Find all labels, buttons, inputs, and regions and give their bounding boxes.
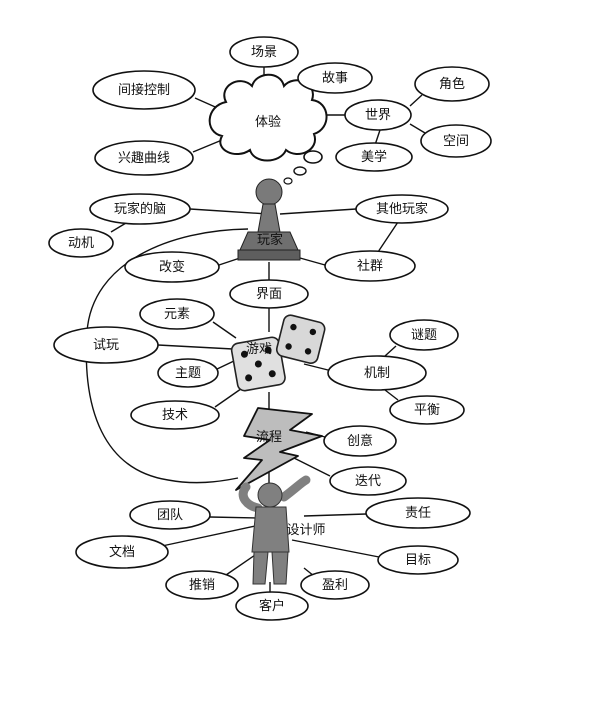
node-iteration: 迭代 <box>329 466 407 496</box>
node-interface-label: 界面 <box>256 287 282 302</box>
node-goals-label: 目标 <box>405 553 431 568</box>
node-aesthetics: 美学 <box>335 142 413 172</box>
node-scene-label: 场景 <box>251 45 277 60</box>
node-other-players: 其他玩家 <box>355 194 449 224</box>
edges <box>85 66 426 594</box>
designer-figure-icon <box>238 475 311 585</box>
node-scene: 场景 <box>229 36 299 68</box>
edge-designer-pitch <box>225 552 259 576</box>
node-creativity: 创意 <box>323 425 397 457</box>
center-process-label: 流程 <box>256 430 282 445</box>
edge-game-playtest <box>157 344 234 350</box>
center-experience-label: 体验 <box>255 114 281 130</box>
node-puzzle: 谜题 <box>389 319 459 351</box>
node-indirect-control: 间接控制 <box>92 70 196 110</box>
edge-designer-responsibility <box>303 513 367 517</box>
node-team: 团队 <box>129 500 211 530</box>
node-mechanics: 机制 <box>327 355 427 391</box>
node-role-label: 角色 <box>439 76 465 92</box>
node-pitch-label: 推销 <box>189 578 215 593</box>
node-documentation: 文档 <box>75 535 169 569</box>
edge-game-theme <box>214 359 237 371</box>
node-goals: 目标 <box>377 545 459 575</box>
node-balance-label: 平衡 <box>414 403 440 418</box>
node-story: 故事 <box>297 62 373 94</box>
node-client: 客户 <box>235 591 309 621</box>
node-change-label: 改变 <box>159 259 185 275</box>
edge-player-mind-motivation <box>110 222 127 233</box>
node-interest-curve: 兴趣曲线 <box>94 140 194 176</box>
node-world-label: 世界 <box>365 108 391 123</box>
center-game-label: 游戏 <box>246 342 272 357</box>
edge-designer-documentation <box>161 525 256 547</box>
edge-player-change <box>218 257 241 266</box>
node-puzzle-label: 谜题 <box>411 328 437 343</box>
edge-player-community <box>299 257 326 266</box>
node-interest-curve-label: 兴趣曲线 <box>118 151 170 166</box>
node-elements: 元素 <box>139 298 215 330</box>
node-playtest-label: 试玩 <box>93 338 119 353</box>
node-iteration-label: 迭代 <box>355 474 381 489</box>
node-pitch: 推销 <box>165 570 239 600</box>
node-community-label: 社群 <box>357 258 383 274</box>
node-theme-label: 主题 <box>175 366 201 381</box>
node-player-mind-label: 玩家的脑 <box>114 201 166 217</box>
node-client-label: 客户 <box>259 598 285 614</box>
node-indirect-control-label: 间接控制 <box>118 82 170 98</box>
edge-mechanics-balance <box>384 389 399 401</box>
edge-process-iteration <box>289 455 331 477</box>
node-elements-label: 元素 <box>164 307 190 322</box>
node-technology: 技术 <box>130 400 220 430</box>
node-theme: 主题 <box>157 358 219 388</box>
node-mechanics-label: 机制 <box>364 366 390 381</box>
pawn-icon <box>237 178 301 261</box>
node-technology-label: 技术 <box>162 408 188 423</box>
cloud-icon <box>208 73 328 185</box>
node-other-players-label: 其他玩家 <box>376 201 428 217</box>
edge-world-role <box>409 94 423 107</box>
edge-mechanics-puzzle <box>384 345 397 357</box>
node-responsibility-label: 责任 <box>405 506 431 521</box>
node-creativity-label: 创意 <box>347 433 373 449</box>
edge-other-players-community <box>377 221 399 253</box>
node-story-label: 故事 <box>322 71 348 86</box>
node-world: 世界 <box>344 99 412 131</box>
center-designer-label: 设计师 <box>286 523 325 538</box>
node-profit-label: 盈利 <box>322 578 348 593</box>
edge-game-mechanics <box>303 363 329 371</box>
edge-player-player-mind <box>189 208 269 215</box>
node-responsibility: 责任 <box>365 497 471 529</box>
node-motivation-label: 动机 <box>68 236 94 251</box>
node-playtest: 试玩 <box>53 326 159 364</box>
edge-designer-goals <box>291 539 380 558</box>
node-profit: 盈利 <box>300 570 370 600</box>
center-player-label: 玩家 <box>257 232 283 248</box>
node-role: 角色 <box>414 66 490 102</box>
node-space: 空间 <box>420 124 492 158</box>
node-motivation: 动机 <box>48 228 114 258</box>
node-aesthetics-label: 美学 <box>361 149 387 165</box>
edge-game-elements <box>212 321 237 339</box>
edge-playtest-loop <box>85 228 249 484</box>
edge-designer-team <box>209 516 257 519</box>
node-balance: 平衡 <box>389 395 465 425</box>
dice-icon <box>230 314 326 392</box>
lightning-icon <box>235 407 323 491</box>
edge-world-space <box>409 123 426 134</box>
edge-experience-interest-curve <box>192 139 223 153</box>
node-community: 社群 <box>324 250 416 282</box>
node-space-label: 空间 <box>443 134 469 149</box>
node-player-mind: 玩家的脑 <box>89 193 191 225</box>
node-change: 改变 <box>124 251 220 283</box>
node-documentation-label: 文档 <box>109 545 135 560</box>
node-team-label: 团队 <box>157 508 183 523</box>
edge-player-other-players <box>279 208 357 215</box>
node-interface: 界面 <box>229 279 309 309</box>
